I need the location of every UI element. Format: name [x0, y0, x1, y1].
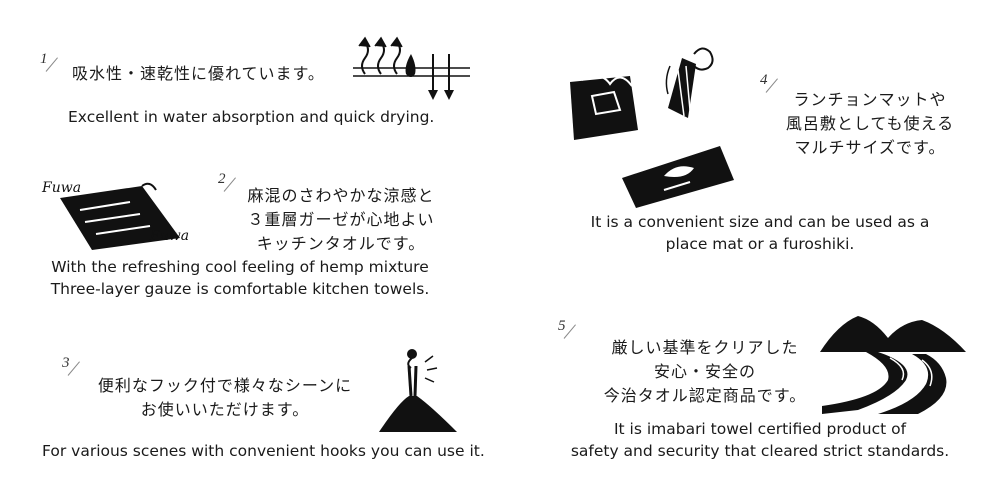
en-line: place mat or a furoshiki. [665, 235, 855, 253]
jp-line: お使いいただけます。 [140, 400, 310, 419]
furoshiki-placemat-icon [570, 47, 734, 208]
feature-en-text: It is a convenient size and can be used … [560, 211, 960, 255]
feature-jp-text: 厳しい基準をクリアした 安心・安全の 今治タオル認定商品です。 [590, 336, 820, 408]
jp-line: ランチョンマットや [793, 90, 947, 109]
jp-line: 安心・安全の [653, 362, 756, 381]
jp-line: マルチサイズです。 [794, 138, 946, 157]
feature-en-text: With the refreshing cool feeling of hemp… [25, 256, 455, 300]
jp-line: 今治タオル認定商品です。 [603, 386, 807, 405]
jp-line: ３重層ガーゼが心地よい [247, 210, 435, 229]
en-line: It is imabari towel certified product of [613, 420, 907, 438]
feature-jp-text: 吸水性・速乾性に優れています。 [72, 62, 325, 86]
en-line: safety and security that cleared strict … [570, 442, 950, 460]
fluffy-towel-icon: Fuwa Fuwa [41, 180, 189, 250]
jp-line: 便利なフック付で様々なシーンに [97, 376, 353, 395]
feature-jp-text: 麻混のさわやかな涼感と ３重層ガーゼが心地よい キッチンタオルです。 [236, 184, 446, 256]
mountain-river-icon [820, 316, 966, 414]
water-drying-icon [353, 36, 470, 100]
en-line: Excellent in water absorption and quick … [68, 108, 435, 126]
fuwa-text: Fuwa [41, 180, 81, 196]
feature-number: 2 [218, 171, 226, 187]
feature-en-text: It is imabari towel certified product of… [560, 418, 960, 462]
hook-mountain-icon [379, 349, 457, 432]
feature-number: 5 [558, 318, 566, 334]
jp-line: 麻混のさわやかな涼感と [247, 186, 435, 205]
en-line: With the refreshing cool feeling of hemp… [51, 258, 429, 276]
en-line: It is a convenient size and can be used … [590, 213, 930, 231]
jp-line: 吸水性・速乾性に優れています。 [72, 64, 325, 83]
feature-number: 1 [40, 51, 48, 67]
jp-line: 風呂敷としても使える [785, 114, 955, 133]
en-line: For various scenes with convenient hooks… [42, 442, 485, 460]
jp-line: 厳しい基準をクリアした [611, 338, 799, 357]
feature-en-text: Excellent in water absorption and quick … [68, 106, 434, 128]
feature-number: 4 [760, 72, 768, 88]
feature-en-text: For various scenes with convenient hooks… [42, 440, 485, 462]
en-line: Three-layer gauze is comfortable kitchen… [50, 280, 430, 298]
jp-line: キッチンタオルです。 [256, 234, 426, 253]
feature-jp-text: 便利なフック付で様々なシーンに お使いいただけます。 [80, 374, 370, 422]
feature-number: 3 [62, 355, 70, 371]
feature-jp-text: ランチョンマットや 風呂敷としても使える マルチサイズです。 [770, 88, 970, 160]
fuwa-text: Fuwa [149, 228, 189, 244]
